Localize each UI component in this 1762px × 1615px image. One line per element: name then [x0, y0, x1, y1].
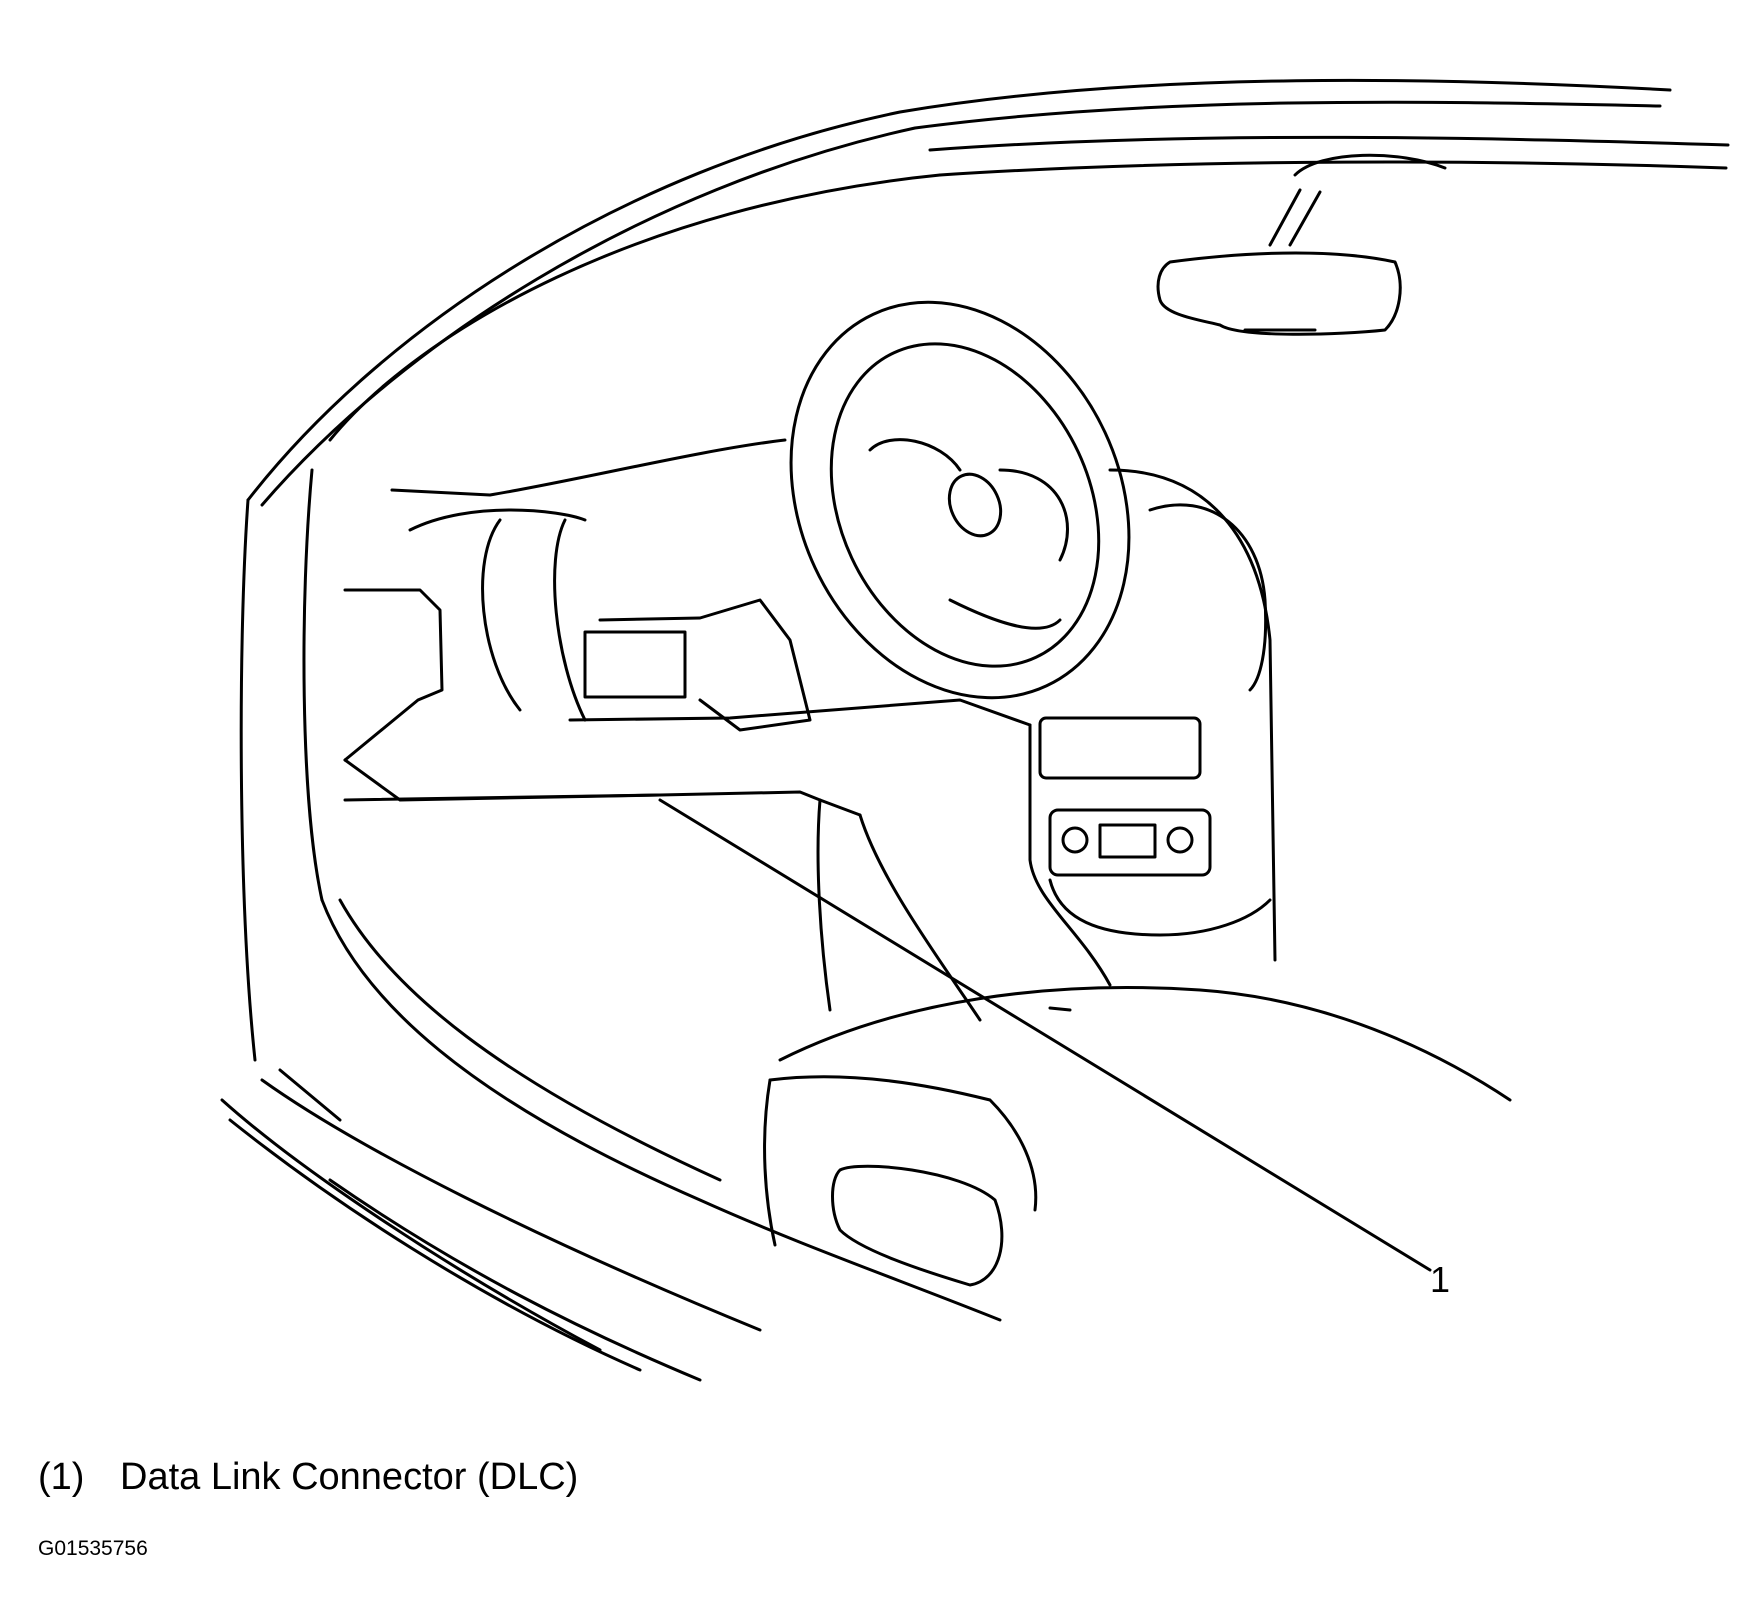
steering-spoke-3	[948, 598, 1062, 630]
a-pillar-inner	[328, 173, 942, 442]
dash-gauge-hood	[481, 518, 522, 712]
sill-line-3	[260, 1078, 762, 1332]
steering-spoke-2	[998, 468, 1069, 562]
steering-spoke-1	[868, 438, 962, 472]
roof-line-outer	[246, 78, 1672, 502]
door-frame-curve	[320, 898, 1002, 1322]
climate-knob-right	[1166, 826, 1194, 854]
legend-text: Data Link Connector (DLC)	[120, 1456, 579, 1498]
callout-leader-line-1	[658, 798, 1432, 1272]
mirror-stem-2	[1288, 190, 1322, 247]
a-pillar-outer	[239, 498, 257, 1062]
seat-front	[763, 1078, 777, 1247]
callout-number-1: 1	[1430, 1259, 1451, 1300]
steering-hub	[947, 472, 1003, 538]
climate-display	[1098, 823, 1157, 859]
seat-handle	[831, 1164, 1004, 1287]
sill-line-5	[328, 1178, 702, 1382]
mirror-mount	[1293, 153, 1447, 177]
sill-line-2	[228, 1118, 642, 1372]
dash-right-vent	[1148, 503, 1268, 692]
climate-knob-left	[1061, 826, 1089, 854]
climate-control-panel	[1048, 808, 1212, 877]
seat-stitch	[1048, 1006, 1072, 1012]
seat-crease	[768, 1075, 1038, 1212]
roof-line-3	[928, 135, 1730, 152]
a-pillar-inner-2	[302, 468, 324, 902]
radio-unit	[1038, 716, 1202, 780]
sill-line-1	[220, 1098, 602, 1352]
dash-lower-edge-2	[343, 793, 662, 802]
legend-item-1: (1) Data Link Connector (DLC)	[38, 1458, 578, 1496]
dash-gauge-hood-2	[553, 518, 587, 722]
cluster-left-vent	[583, 630, 687, 699]
dash-lower-edge	[343, 758, 862, 817]
steering-wheel-inner	[829, 342, 1101, 668]
vehicle-interior-illustration	[220, 78, 1730, 1382]
cluster-lower	[568, 698, 1032, 727]
figure-id: G01535756	[38, 1537, 148, 1560]
roof-line-4	[938, 160, 1728, 177]
tunnel-left	[816, 798, 832, 1012]
door-frame-curve-2	[338, 898, 722, 1182]
seat-top	[778, 986, 1512, 1102]
mirror-body	[1156, 251, 1402, 336]
tunnel-right	[858, 813, 982, 1022]
cluster-body	[598, 598, 812, 732]
dash-left-panel	[343, 588, 444, 762]
console-lower	[1048, 878, 1272, 937]
mirror-stem	[1268, 188, 1302, 247]
center-console-left	[1028, 723, 1112, 987]
dash-left-vent-curve	[408, 508, 587, 532]
dash-top	[390, 438, 787, 497]
steering-wheel-outer	[789, 300, 1131, 700]
dash-right-panel	[1108, 468, 1277, 962]
legend-number: (1)	[38, 1456, 85, 1498]
sill-line-4	[278, 1068, 342, 1122]
